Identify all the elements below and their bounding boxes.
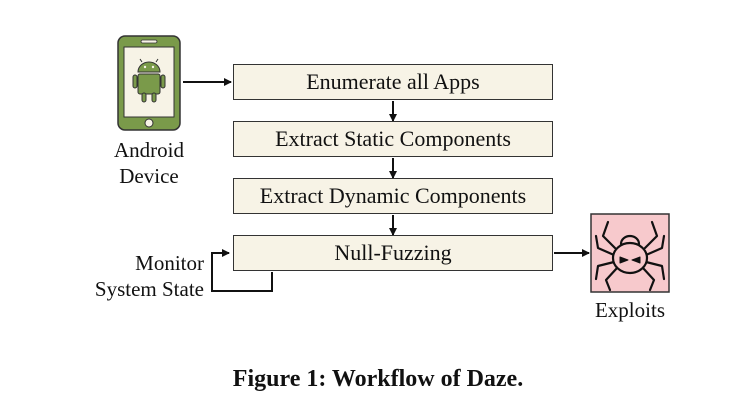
step-label: Enumerate all Apps	[306, 69, 480, 94]
android-robot-icon	[132, 58, 166, 103]
monitor-label-line2: System State	[94, 277, 204, 301]
android-phone-icon	[117, 35, 181, 131]
monitor-label: Monitor System State	[80, 250, 204, 302]
figure-caption: Figure 1: Workflow of Daze.	[232, 366, 524, 392]
exploits-box	[590, 213, 670, 293]
device-label: Android Device	[94, 137, 204, 189]
exploits-label: Exploits	[594, 298, 665, 322]
step-enumerate-apps: Enumerate all Apps	[233, 64, 553, 100]
step-null-fuzzing: Null-Fuzzing	[233, 235, 553, 271]
step-extract-dynamic: Extract Dynamic Components	[233, 178, 553, 214]
monitor-label-line1: Monitor	[135, 251, 204, 275]
device-label-line1: Android	[114, 138, 184, 162]
step-label: Extract Dynamic Components	[259, 183, 527, 208]
device-label-line2: Device	[119, 164, 179, 188]
spider-icon	[594, 220, 666, 292]
step-label: Null-Fuzzing	[334, 240, 452, 265]
step-extract-static: Extract Static Components	[233, 121, 553, 157]
step-label: Extract Static Components	[275, 126, 511, 151]
monitor-feedback-loop	[211, 249, 273, 292]
